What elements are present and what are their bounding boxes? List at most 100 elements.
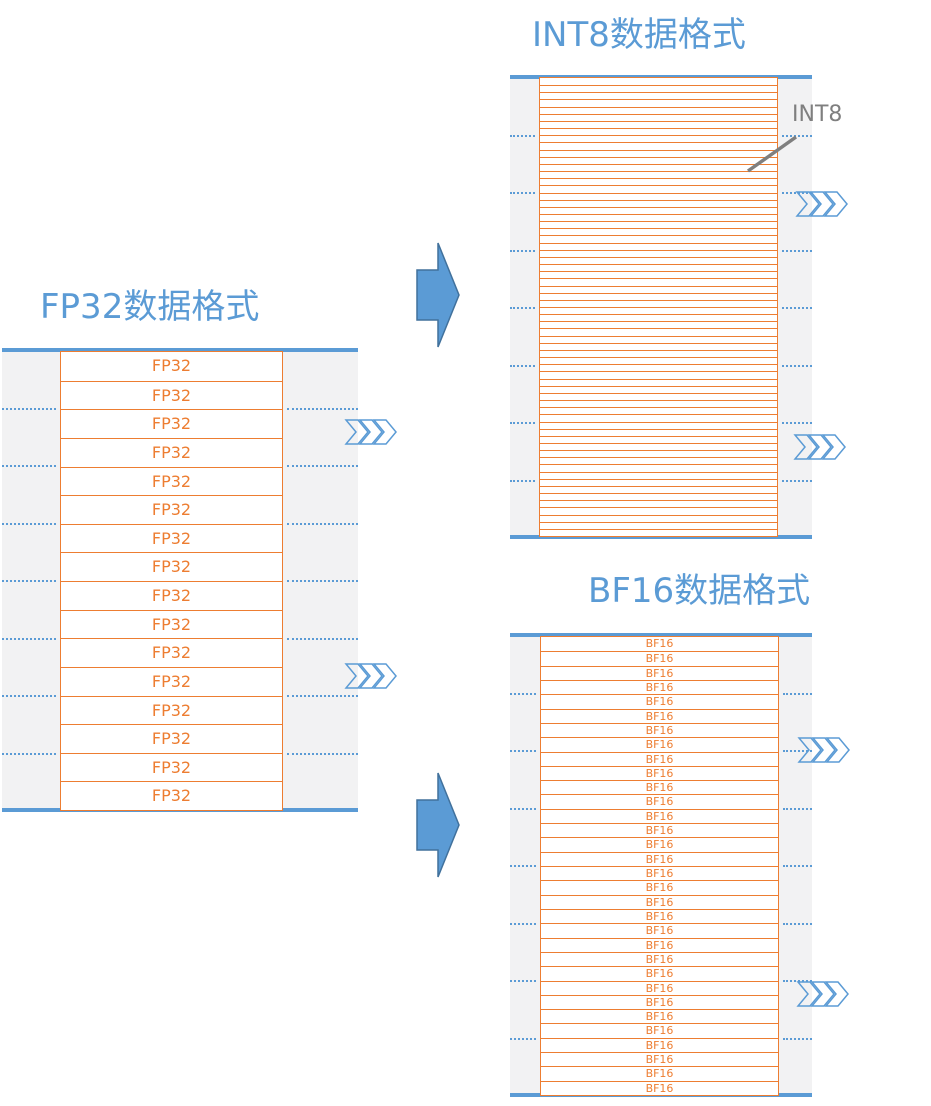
memory-cell bbox=[540, 457, 777, 464]
dotted-guide-line bbox=[287, 465, 358, 467]
int8-title: INT8数据格式 bbox=[532, 15, 746, 55]
memory-cell: BF16 bbox=[541, 994, 778, 1009]
memory-cell bbox=[540, 400, 777, 407]
memory-cell bbox=[540, 99, 777, 106]
memory-cell: FP32 bbox=[61, 609, 282, 639]
memory-cell: FP32 bbox=[61, 552, 282, 581]
memory-cell: BF16 bbox=[541, 1009, 778, 1023]
memory-cell bbox=[540, 435, 777, 443]
dotted-guide-line bbox=[510, 807, 536, 810]
memory-cell bbox=[540, 328, 777, 335]
memory-cell bbox=[540, 128, 777, 135]
memory-cell: FP32 bbox=[61, 523, 282, 553]
memory-cell: BF16 bbox=[645, 637, 674, 650]
memory-cell: BF16 bbox=[541, 765, 778, 780]
dotted-guide-line bbox=[2, 407, 56, 410]
memory-cell bbox=[540, 493, 777, 500]
memory-cell: BF16 bbox=[541, 808, 778, 823]
memory-cell bbox=[540, 142, 777, 149]
triple-chevron-icon bbox=[793, 434, 846, 460]
memory-cell: BF16 bbox=[541, 923, 778, 937]
dotted-guide-line bbox=[782, 479, 812, 482]
memory-cell bbox=[540, 414, 777, 421]
memory-cell: BF16 bbox=[541, 951, 778, 966]
memory-cell: FP32 bbox=[61, 724, 282, 753]
dotted-guide-line bbox=[783, 750, 812, 752]
memory-cell: BF16 bbox=[541, 837, 778, 851]
memory-cell bbox=[540, 249, 777, 257]
dotted-guide-line bbox=[510, 1037, 536, 1040]
memory-cell bbox=[540, 256, 777, 264]
memory-cell bbox=[540, 85, 777, 92]
memory-cell bbox=[540, 192, 777, 200]
memory-cell bbox=[540, 299, 777, 307]
memory-cell: BF16 bbox=[541, 665, 778, 680]
triple-chevron-icon bbox=[797, 737, 850, 763]
dotted-guide-line bbox=[510, 692, 536, 695]
dotted-guide-line bbox=[783, 1037, 812, 1040]
memory-cell: FP32 bbox=[61, 380, 282, 410]
memory-cell bbox=[540, 78, 777, 85]
dotted-guide-line bbox=[782, 134, 812, 137]
memory-cell bbox=[540, 371, 777, 378]
memory-cell bbox=[540, 171, 777, 178]
memory-cell bbox=[540, 242, 777, 250]
fp32-panel-top-edge bbox=[2, 348, 358, 352]
int8-callout-label: INT8 bbox=[792, 102, 843, 127]
dotted-guide-line bbox=[510, 364, 535, 367]
memory-cell bbox=[540, 185, 777, 192]
memory-cell: BF16 bbox=[541, 937, 778, 952]
right-arrow-icon bbox=[416, 772, 460, 878]
memory-cell: BF16 bbox=[541, 823, 778, 837]
memory-cell: FP32 bbox=[61, 695, 282, 725]
dotted-guide-line bbox=[2, 522, 56, 525]
dotted-guide-line bbox=[2, 637, 56, 640]
right-arrow-icon bbox=[416, 242, 460, 348]
memory-cell bbox=[540, 221, 777, 228]
dotted-guide-line bbox=[783, 692, 812, 695]
dotted-guide-line bbox=[287, 695, 358, 697]
memory-cell bbox=[540, 485, 777, 493]
memory-cell: BF16 bbox=[541, 751, 778, 766]
memory-cell bbox=[540, 278, 777, 285]
memory-cell bbox=[540, 228, 777, 235]
memory-cell: FP32 bbox=[61, 409, 282, 438]
memory-cell: BF16 bbox=[541, 780, 778, 794]
memory-cell: BF16 bbox=[541, 708, 778, 723]
dotted-guide-line bbox=[2, 752, 56, 755]
dotted-guide-line bbox=[782, 422, 812, 424]
dotted-guide-line bbox=[783, 922, 812, 925]
memory-cell: BF16 bbox=[541, 737, 778, 751]
dotted-guide-line bbox=[287, 522, 358, 525]
dotted-guide-line bbox=[2, 695, 56, 697]
memory-cell bbox=[540, 500, 777, 507]
dotted-guide-line bbox=[510, 980, 536, 982]
memory-cell: FP32 bbox=[61, 466, 282, 496]
dotted-guide-line bbox=[287, 407, 358, 410]
memory-cell bbox=[540, 135, 777, 142]
dotted-guide-line bbox=[783, 980, 812, 982]
memory-cell: BF16 bbox=[541, 966, 778, 980]
int8-stack bbox=[539, 77, 778, 537]
memory-cell: FP32 bbox=[61, 437, 282, 467]
memory-cell bbox=[540, 528, 777, 536]
dotted-guide-line bbox=[510, 422, 535, 424]
dotted-guide-line bbox=[2, 580, 56, 582]
memory-cell bbox=[540, 349, 777, 357]
memory-cell: BF16 bbox=[541, 894, 778, 909]
memory-cell: FP32 bbox=[151, 356, 192, 375]
dotted-guide-line bbox=[287, 752, 358, 755]
dotted-guide-line bbox=[782, 307, 812, 309]
memory-cell bbox=[540, 206, 777, 214]
memory-cell bbox=[540, 271, 777, 278]
memory-cell: FP32 bbox=[61, 581, 282, 610]
memory-cell: BF16 bbox=[541, 1066, 778, 1080]
int8-panel-bottom-edge bbox=[510, 535, 812, 539]
dotted-guide-line bbox=[510, 479, 535, 482]
dotted-guide-line bbox=[287, 637, 358, 640]
memory-cell bbox=[540, 342, 777, 350]
dotted-guide-line bbox=[510, 192, 535, 194]
memory-cell bbox=[540, 378, 777, 386]
memory-cell: BF16 bbox=[541, 851, 778, 866]
